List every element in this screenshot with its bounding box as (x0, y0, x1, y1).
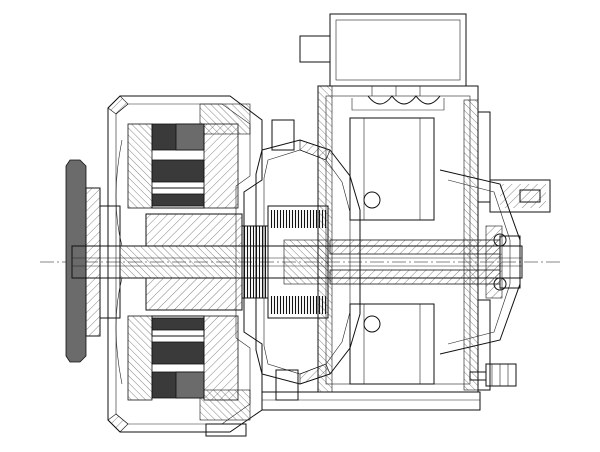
stator-core (115, 123, 239, 401)
right-end-cap (439, 169, 521, 355)
spline-gear (241, 205, 329, 319)
stator-windings (151, 123, 205, 399)
bottom-connector (469, 363, 517, 387)
right-housing (317, 85, 491, 393)
top-electronics-box (299, 13, 467, 105)
base-plate (205, 391, 481, 437)
left-flange (65, 159, 121, 363)
